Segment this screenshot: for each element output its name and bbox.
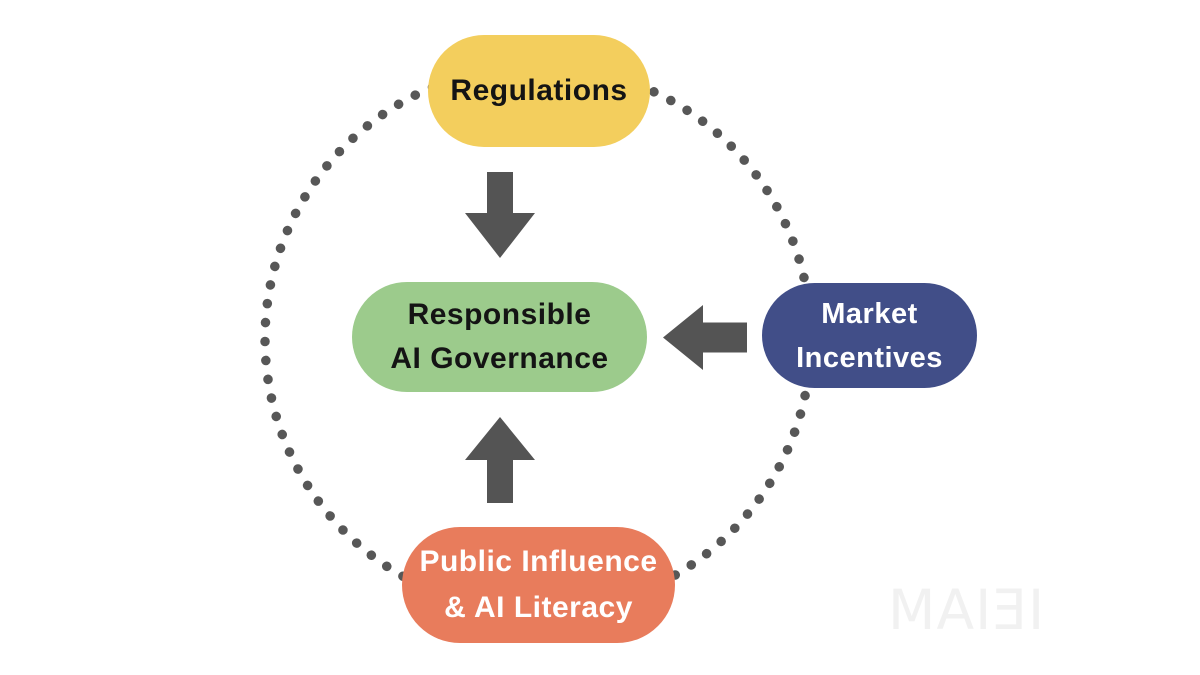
node-market-label-line2: Incentives: [796, 341, 943, 374]
arrow-market-to-center-icon: [663, 305, 747, 370]
arrow-down-shape: [465, 172, 535, 258]
node-public-influence: Public Influence & AI Literacy: [402, 527, 675, 643]
node-center-label-line2: AI Governance: [390, 342, 609, 375]
node-public-label-line2: & AI Literacy: [444, 591, 633, 624]
node-center-label-line1: Responsible: [407, 298, 592, 331]
arrow-regulations-to-center-icon: [465, 172, 535, 258]
node-market-incentives: Market Incentives: [762, 283, 977, 388]
node-public-label-line1: Public Influence: [419, 545, 658, 578]
arrow-left-shape: [663, 305, 747, 370]
node-responsible-ai-governance: Responsible AI Governance: [352, 282, 647, 392]
maiei-watermark: MAIƎI: [888, 578, 1046, 642]
node-market-label-line1: Market: [821, 297, 918, 330]
node-regulations-label: Regulations: [450, 74, 628, 107]
arrow-public-to-center-icon: [465, 417, 535, 503]
arrow-up-shape: [465, 417, 535, 503]
node-regulations: Regulations: [428, 35, 650, 147]
